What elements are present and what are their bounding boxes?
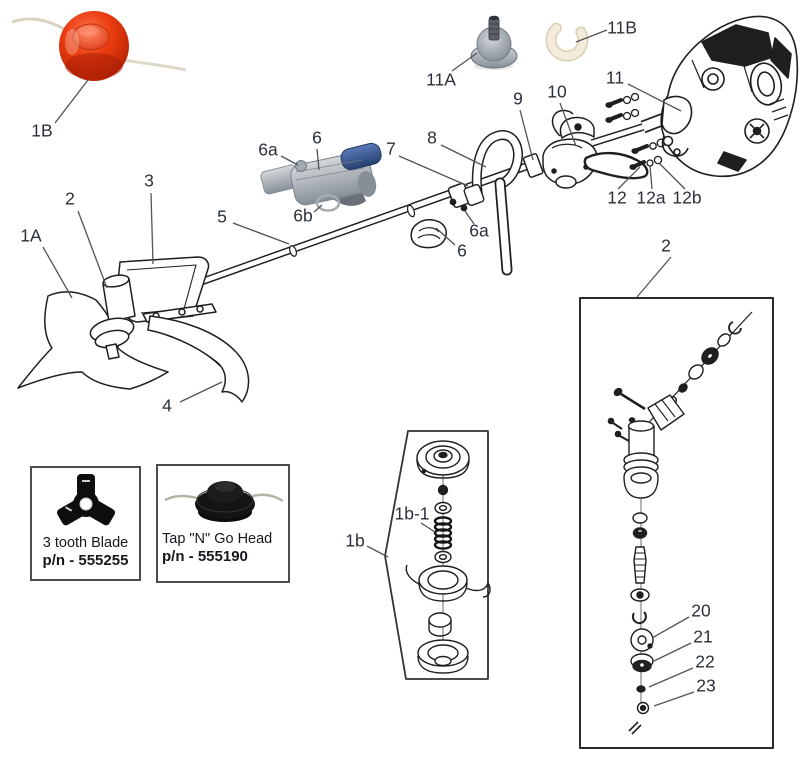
callout-3: 3: [144, 170, 154, 191]
trigger-assembly: [522, 109, 649, 189]
callout-7: 7: [386, 138, 396, 159]
leader-11: [627, 83, 682, 112]
callout-22: 22: [695, 651, 715, 672]
loop-handle: [463, 130, 523, 276]
callout-2-gearbox: 2: [661, 235, 671, 256]
callout-6a-clamp: 6a: [469, 220, 489, 241]
product-part-number: p/n - 555190: [162, 548, 248, 566]
leader-12b: [658, 162, 686, 190]
leader-1b: [366, 545, 389, 558]
callout-12: 12: [607, 187, 627, 208]
engine-line-art: [660, 15, 799, 178]
throttle-handle-photo: [260, 142, 382, 212]
callout-1A: 1A: [20, 225, 42, 246]
leader-1b-1: [420, 522, 436, 533]
callout-1b-1: 1b-1: [394, 503, 430, 524]
c-clip-photo: [545, 18, 589, 62]
leader-4: [179, 381, 223, 403]
callout-12b: 12b: [672, 187, 702, 208]
leader-11B: [575, 29, 608, 43]
callout-12a: 12a: [636, 187, 666, 208]
callout-6-throttle: 6: [312, 127, 322, 148]
leader-6a-throttle: [280, 155, 299, 166]
callout-4: 4: [162, 395, 172, 416]
leader-8: [440, 144, 487, 168]
leader-3: [150, 192, 154, 265]
leader-6b: [313, 204, 323, 213]
trimmer-head-photo: [11, 11, 187, 81]
leader-6-throttle: [316, 148, 320, 171]
callout-5: 5: [217, 206, 227, 227]
callout-11A: 11A: [426, 69, 456, 90]
leader-22: [648, 667, 694, 688]
leader-6a-clamp: [464, 210, 475, 225]
callout-9: 9: [513, 88, 523, 109]
leader-1A: [42, 246, 73, 299]
blade-product-box: 3 tooth Blade p/n - 555255: [30, 466, 141, 581]
leader-2-gearhead: [77, 210, 108, 289]
leader-10: [559, 102, 577, 147]
callout-11: 11: [605, 67, 625, 88]
callout-21: 21: [693, 626, 713, 647]
part-22: [636, 685, 646, 693]
spool-knob-photo: [470, 15, 518, 70]
leader-7: [398, 155, 469, 187]
head-product-box: Tap "N" Go Head p/n - 555190: [156, 464, 290, 583]
leader-9: [519, 109, 534, 161]
shaft-clamp-hanger: [410, 182, 471, 249]
blade-assembly: [17, 256, 250, 403]
callout-6a-throttle: 6a: [258, 139, 278, 160]
callout-2-gearhead: 2: [65, 188, 75, 209]
leader-20: [651, 616, 690, 639]
product-part-number: p/n - 555255: [42, 552, 129, 570]
callout-1b: 1b: [345, 530, 365, 551]
leader-5: [232, 222, 290, 245]
leader-2-gearbox: [636, 256, 672, 298]
leader-21: [653, 642, 692, 662]
three-tooth-blade-photo: [56, 474, 115, 526]
leader-1B: [54, 79, 89, 124]
callout-6b: 6b: [293, 205, 313, 226]
gearbox-exploded-box: [579, 297, 774, 749]
fastener-hardware: [605, 92, 666, 170]
callout-6-clamp: 6: [457, 240, 467, 261]
leader-11A: [451, 52, 478, 72]
callout-1B: 1B: [31, 120, 53, 141]
leader-23: [653, 691, 695, 707]
callout-23: 23: [696, 675, 716, 696]
callout-8: 8: [427, 127, 437, 148]
callout-11B: 11B: [607, 17, 637, 38]
leader-12a: [649, 165, 653, 190]
leader-12: [617, 166, 641, 190]
callout-20: 20: [691, 600, 711, 621]
head-spring: [433, 516, 453, 550]
product-name: 3 tooth Blade: [42, 535, 129, 551]
leader-lines: [42, 29, 695, 707]
trimmer-head-exploded-box: [384, 430, 491, 680]
leader-6-clamp: [435, 227, 456, 246]
product-name: Tap "N" Go Head: [162, 531, 273, 547]
callout-10: 10: [547, 81, 567, 102]
tap-n-go-head-photo: [164, 481, 284, 522]
